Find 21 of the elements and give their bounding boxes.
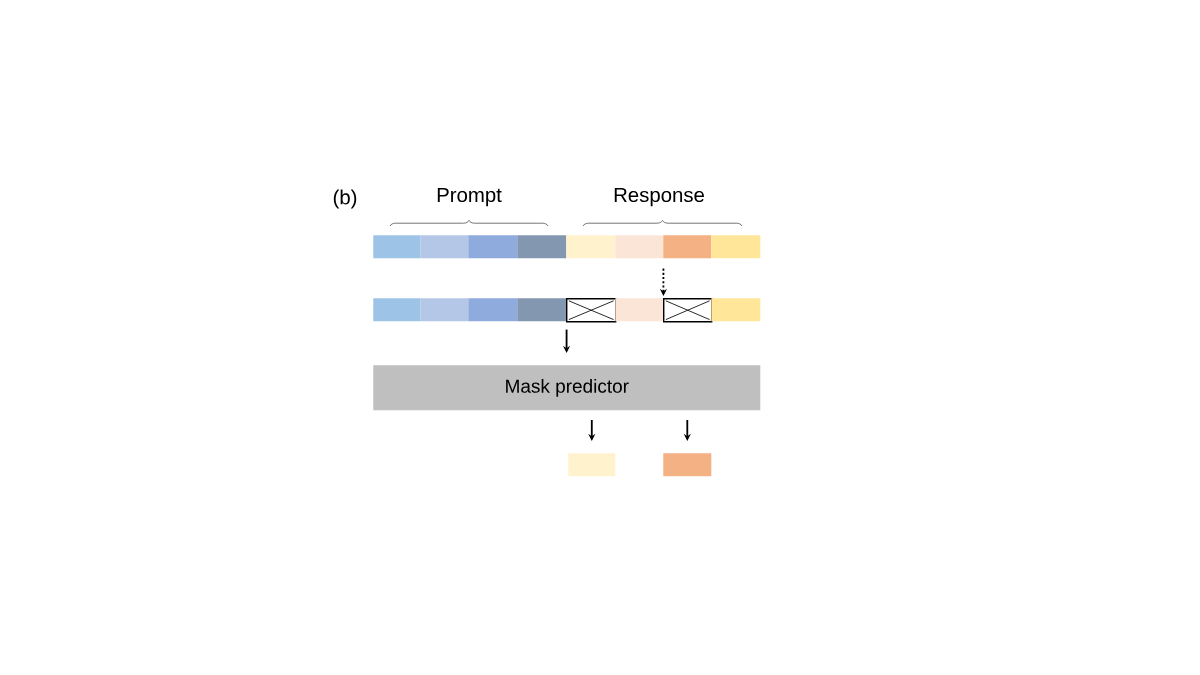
- token-box: [663, 453, 712, 477]
- token-box: [615, 298, 664, 322]
- predictor-box: Mask predictor: [373, 365, 761, 411]
- token-box: [468, 298, 518, 322]
- token-box: [517, 235, 567, 259]
- token-box: [711, 298, 761, 322]
- token-box: [517, 298, 567, 322]
- masked-token: [663, 298, 713, 323]
- token-box: [566, 235, 616, 259]
- token-box: [420, 298, 469, 322]
- token-box: [711, 235, 761, 259]
- label-text: Prompt: [437, 187, 502, 207]
- token-box: [663, 235, 712, 259]
- token-box: [373, 235, 421, 259]
- token-box: [568, 453, 616, 477]
- label-text: Response: [614, 187, 704, 207]
- token-box: [373, 298, 421, 322]
- token-box: [420, 235, 469, 259]
- token-box: [615, 235, 664, 259]
- label-text: (b): [333, 189, 357, 209]
- token-box: [468, 235, 518, 259]
